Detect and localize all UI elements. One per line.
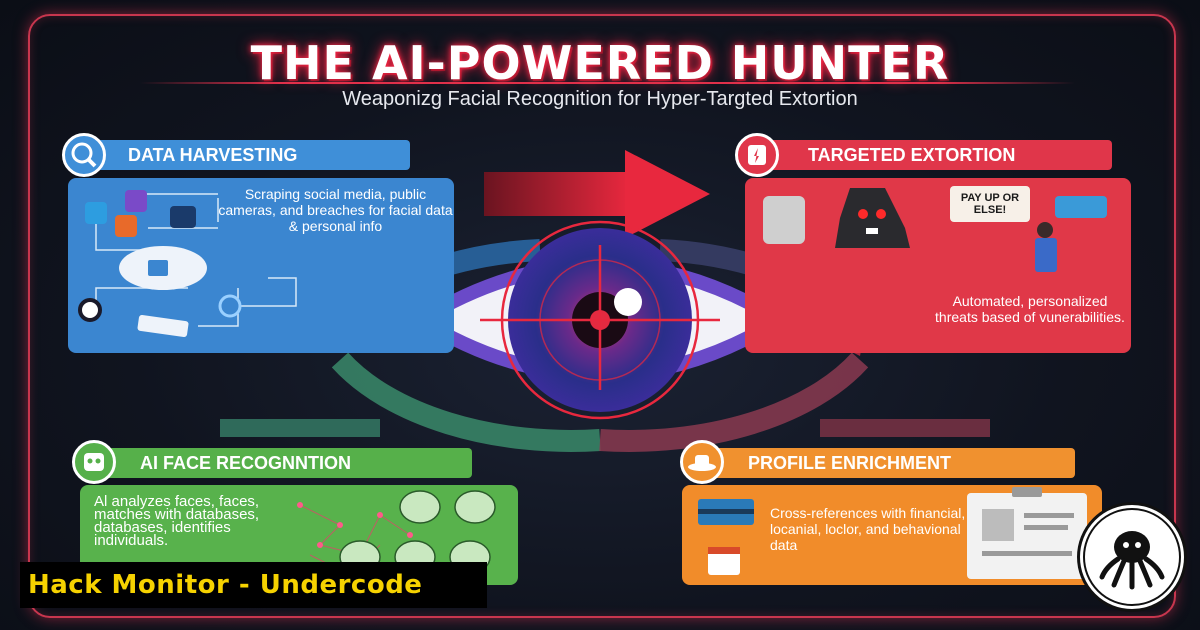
fist-icon bbox=[763, 196, 805, 244]
page-title: THE AI-POWERED HUNTER bbox=[250, 36, 950, 90]
profile-graphics bbox=[698, 487, 1087, 579]
network-diagram bbox=[78, 190, 297, 338]
watermark-banner: Hack Monitor - Undercode bbox=[20, 562, 487, 608]
face-grid bbox=[339, 490, 496, 574]
octopus-logo bbox=[1077, 502, 1187, 612]
app-icon bbox=[170, 206, 196, 228]
crosshair-icon bbox=[480, 220, 720, 420]
messenger-icon bbox=[125, 190, 147, 212]
speech-bubble bbox=[950, 186, 1030, 222]
title-underline bbox=[140, 82, 1075, 84]
hooded-hacker-icon bbox=[835, 188, 910, 248]
twitter-icon bbox=[85, 202, 107, 224]
profile-enrichment-panel: Cross-references with financial, locania… bbox=[682, 485, 1102, 585]
face-recognition-text: Al analyzes faces, faces, matches with d… bbox=[94, 493, 260, 549]
hat-icon bbox=[680, 440, 724, 484]
profile-enrichment-text: Cross-references with financial, locania… bbox=[770, 505, 966, 553]
targeted-extortion-heading: TARGETED EXTORTION bbox=[760, 140, 1112, 170]
extortion-scene bbox=[763, 186, 1107, 272]
search-icon bbox=[62, 133, 106, 177]
message-icon bbox=[1055, 196, 1107, 218]
neon-frame bbox=[28, 14, 1176, 618]
target-icon bbox=[218, 294, 242, 318]
page-subtitle: Weaponizg Facial Recognition for Hyper-T… bbox=[342, 88, 858, 110]
fist-icon bbox=[735, 133, 779, 177]
lock-icon bbox=[148, 260, 168, 276]
targeted-extortion-panel: PAY UP OR ELSE! Automated, personalized … bbox=[745, 178, 1131, 353]
camera-icon bbox=[78, 298, 102, 322]
robot-icon bbox=[72, 440, 116, 484]
data-harvesting-text: Scraping social media, public cameras, a… bbox=[218, 186, 453, 234]
profile-enrichment-heading: PROFILE ENRICHMENT bbox=[700, 448, 1075, 478]
cctv-icon bbox=[137, 314, 189, 338]
pay-up-bubble: PAY UP OR ELSE! bbox=[960, 192, 1020, 216]
victim-icon bbox=[1037, 222, 1053, 238]
instagram-icon bbox=[115, 215, 137, 237]
data-harvesting-panel: Scraping social media, public cameras, a… bbox=[68, 178, 454, 353]
face-recognition-heading: AI FACE RECOGNNTION bbox=[92, 448, 472, 478]
arrow-right-icon bbox=[484, 150, 710, 238]
data-harvesting-heading: DATA HARVESTING bbox=[80, 140, 410, 170]
targeted-extortion-text: Automated, personalized threats based of… bbox=[935, 293, 1125, 325]
